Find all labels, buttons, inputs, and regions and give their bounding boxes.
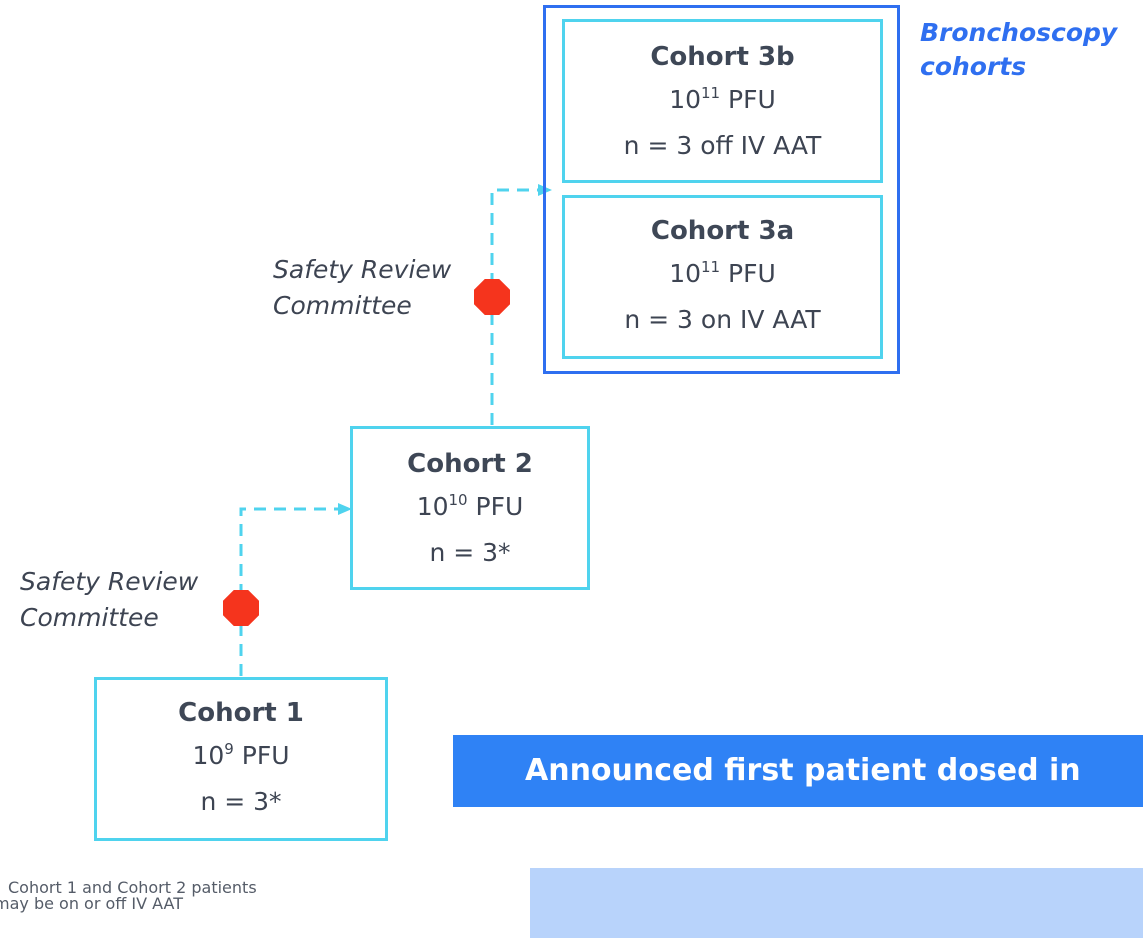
cohort-3b-box: Cohort 3b 1011 PFU n = 3 off IV AAT bbox=[562, 19, 883, 183]
cohort-3b-n: n = 3 off IV AAT bbox=[623, 131, 822, 160]
dose-exponent: 11 bbox=[701, 258, 721, 276]
dose-exponent: 11 bbox=[701, 84, 721, 102]
cohort-2-title: Cohort 2 bbox=[407, 449, 533, 479]
connector-cohort1-to-cohort2 bbox=[239, 507, 342, 676]
dose-base: 10 bbox=[669, 259, 701, 288]
cohort-3a-n: n = 3 on IV AAT bbox=[624, 305, 821, 334]
dose-unit: PFU bbox=[720, 259, 776, 288]
bronchoscopy-label-line2: cohorts bbox=[920, 52, 1027, 81]
connector-cohort2-to-cohort3 bbox=[490, 188, 541, 425]
cohort-2-box: Cohort 2 1010 PFU n = 3* bbox=[350, 426, 590, 590]
cohort-3a-dose: 1011 PFU bbox=[565, 250, 880, 298]
safety-review-lower-label: Safety Review Committee bbox=[20, 564, 198, 636]
dose-base: 10 bbox=[192, 741, 225, 770]
bronchoscopy-cohorts-label: Bronchoscopy cohorts bbox=[920, 16, 1117, 84]
cohort-3b-dose: 1011 PFU bbox=[565, 76, 880, 124]
stop-sign-icon bbox=[474, 279, 510, 315]
safety-review-upper-line2: Committee bbox=[273, 291, 412, 320]
cohort-3a-box: Cohort 3a 1011 PFU n = 3 on IV AAT bbox=[562, 195, 883, 359]
cohort-2-n: n = 3* bbox=[429, 538, 511, 567]
cohort-2-dose: 1010 PFU bbox=[353, 483, 587, 531]
secondary-banner bbox=[530, 868, 1143, 938]
cohort-1-n: n = 3* bbox=[200, 787, 282, 816]
dose-base: 10 bbox=[669, 85, 701, 114]
footnote-line1: Cohort 1 and Cohort 2 patients bbox=[8, 878, 257, 897]
cohort-1-title: Cohort 1 bbox=[178, 698, 304, 728]
dose-exponent: 9 bbox=[224, 740, 234, 758]
cohort-1-dose: 109 PFU bbox=[97, 732, 385, 780]
dose-unit: PFU bbox=[720, 85, 776, 114]
safety-review-upper-label: Safety Review Committee bbox=[273, 252, 451, 324]
cohort-3a-title: Cohort 3a bbox=[650, 216, 795, 246]
safety-review-lower-line2: Committee bbox=[20, 603, 159, 632]
dose-unit: PFU bbox=[233, 741, 290, 770]
safety-review-upper-line1: Safety Review bbox=[273, 255, 452, 284]
bronchoscopy-cohorts-frame bbox=[543, 5, 900, 374]
safety-review-lower-line1: Safety Review bbox=[20, 567, 199, 596]
cohort-3b-title: Cohort 3b bbox=[650, 42, 795, 72]
footnote: Cohort 1 and Cohort 2 patients may be on… bbox=[0, 878, 338, 912]
dose-unit: PFU bbox=[467, 492, 524, 521]
announcement-banner: Announced first patient dosed in bbox=[453, 735, 1143, 807]
dose-exponent: 10 bbox=[448, 491, 468, 509]
dose-base: 10 bbox=[416, 492, 449, 521]
bronchoscopy-label-line1: Bronchoscopy bbox=[920, 18, 1118, 47]
arrowhead-cohort2 bbox=[338, 503, 352, 515]
footnote-line2: may be on or off IV AAT bbox=[0, 894, 184, 913]
cohort-1-box: Cohort 1 109 PFU n = 3* bbox=[94, 677, 388, 841]
stop-sign-icon bbox=[223, 590, 259, 626]
